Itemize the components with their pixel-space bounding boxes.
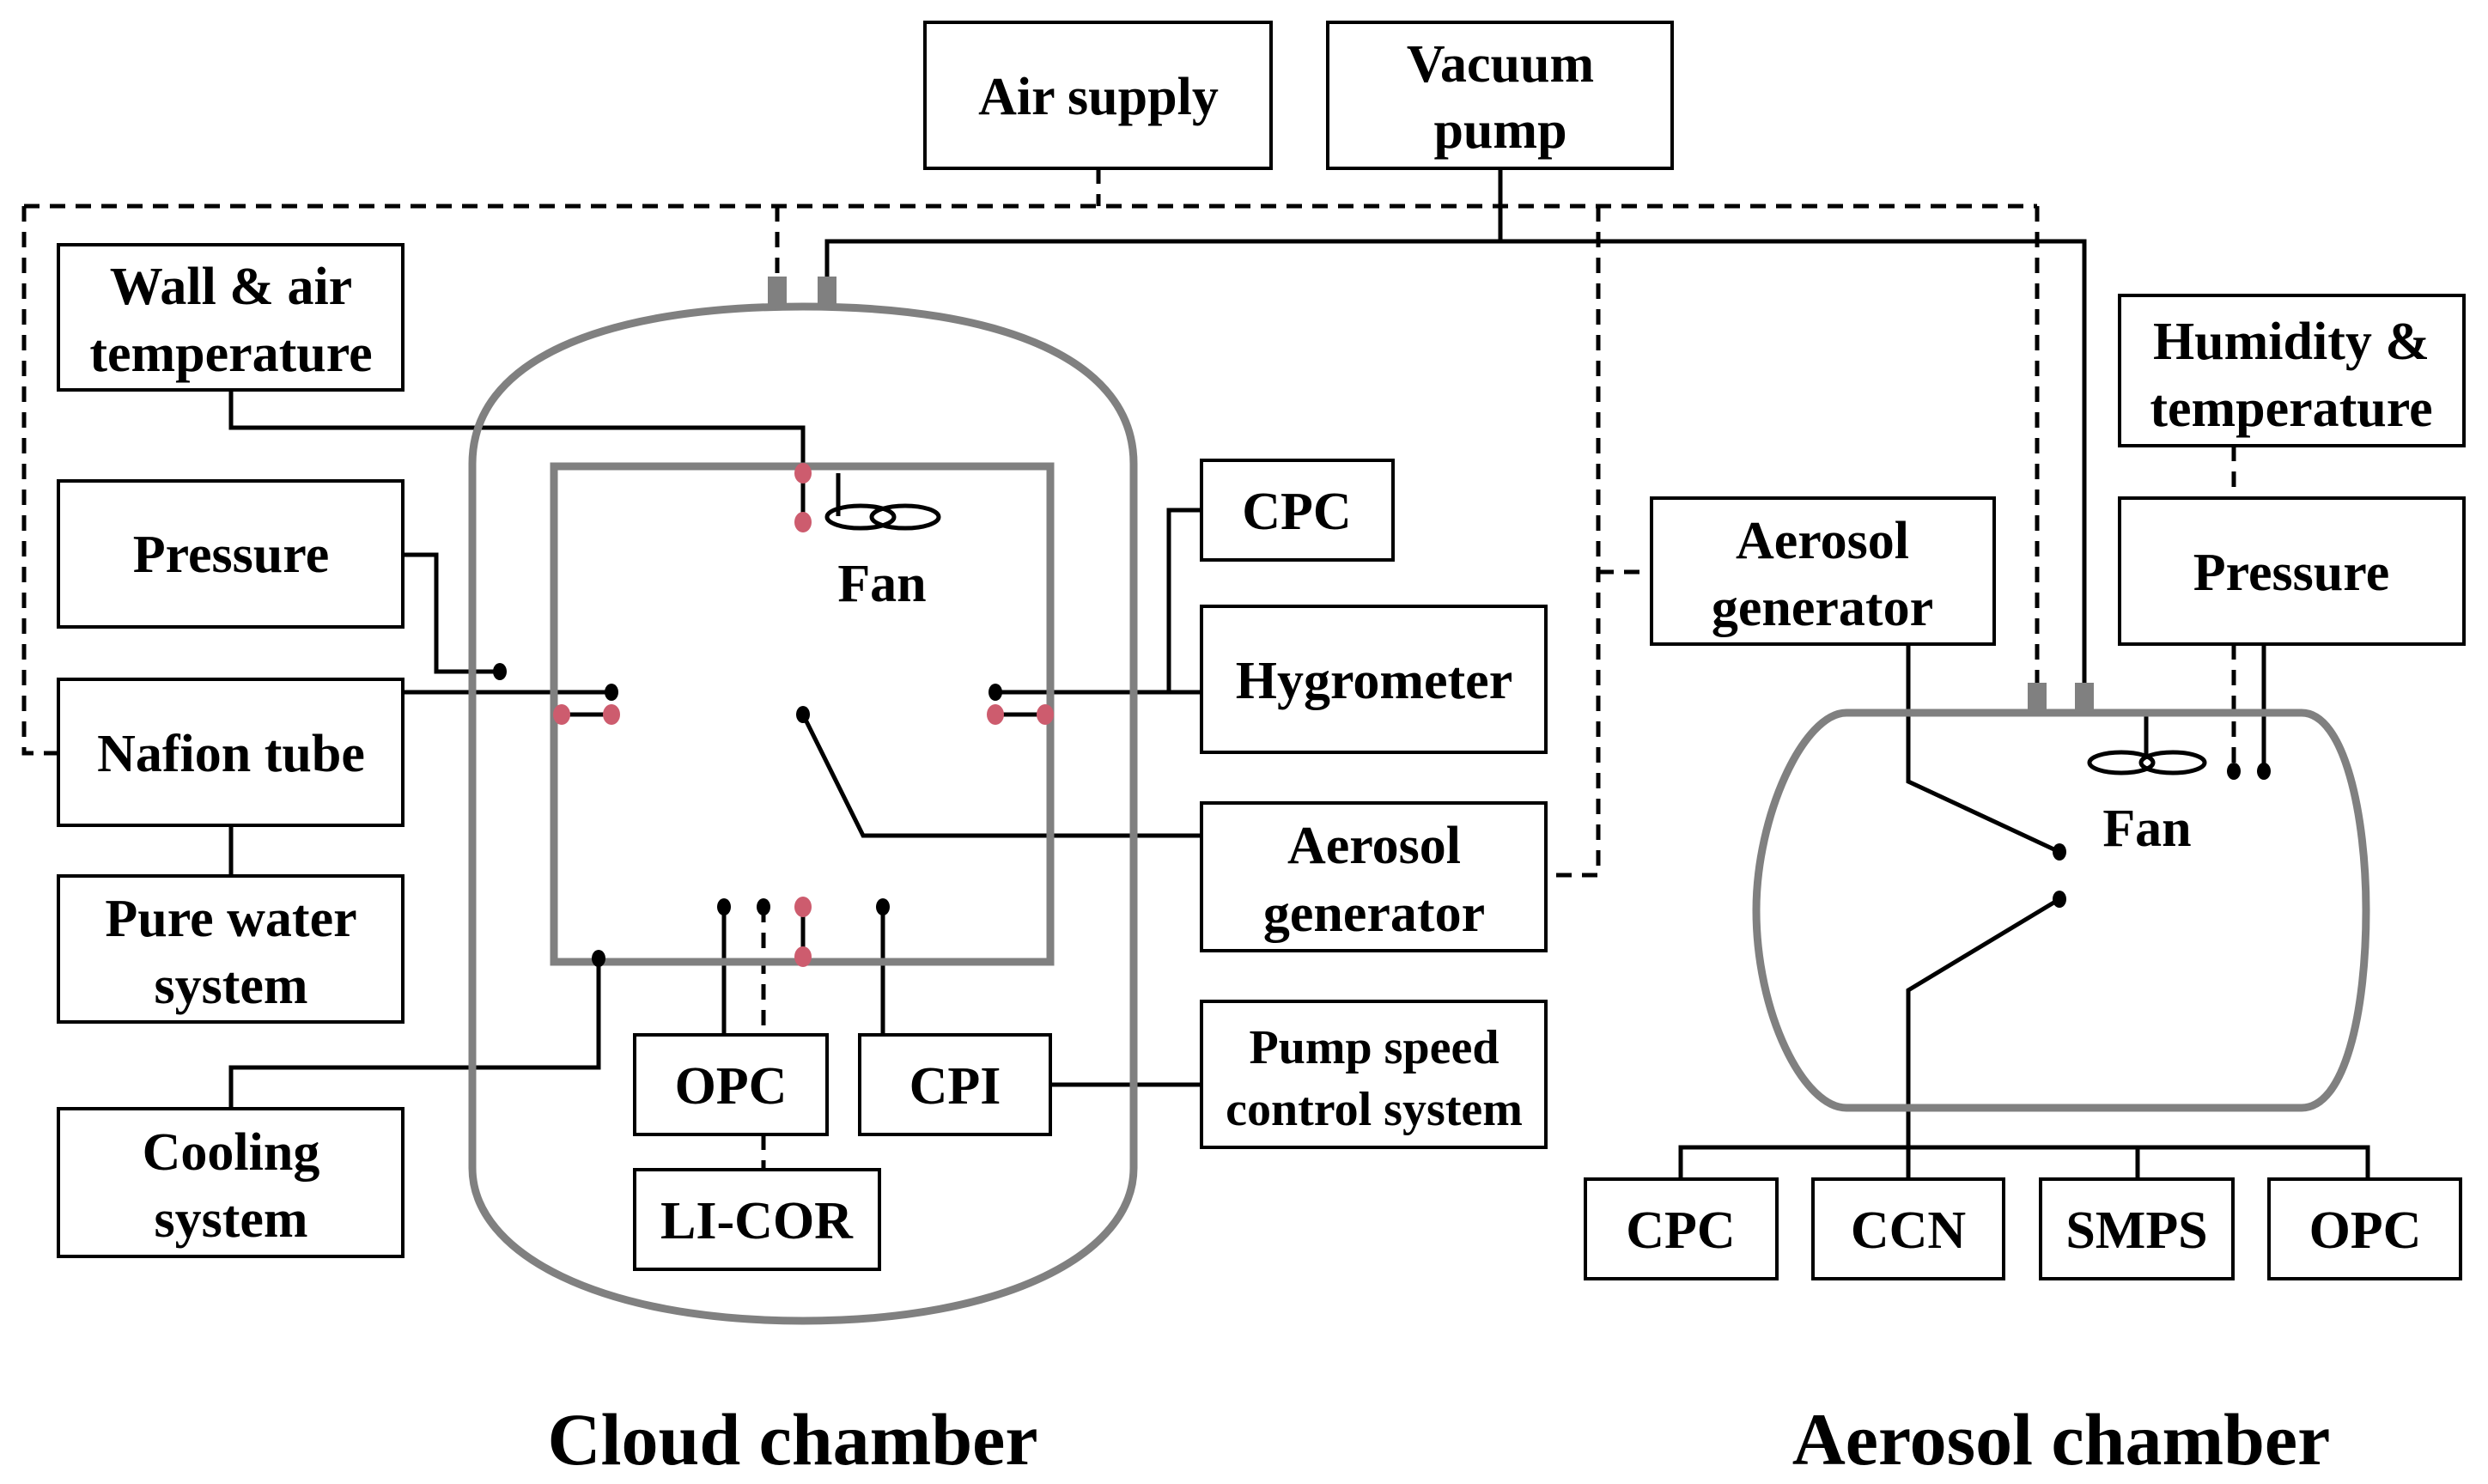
box-opc-aerosol[interactable]: OPC	[2267, 1177, 2462, 1280]
svg-text:Vacuum: Vacuum	[1407, 35, 1594, 94]
svg-text:CCN: CCN	[1851, 1201, 1966, 1260]
cloud-chamber: Fan	[468, 277, 1138, 1325]
svg-text:Pressure: Pressure	[2193, 544, 2389, 602]
box-humidity-temperature[interactable]: Humidity & temperature	[2118, 294, 2466, 447]
svg-text:Pump speed: Pump speed	[1250, 1021, 1499, 1074]
sensor-links	[562, 473, 1045, 957]
air-supply-line	[21, 168, 2040, 878]
box-wall-air-temperature[interactable]: Wall & air temperature	[57, 243, 405, 392]
svg-text:generator: generator	[1263, 885, 1485, 943]
aerosol-fan-label: Fan	[2102, 800, 2191, 858]
svg-text:system: system	[154, 957, 307, 1015]
instrument-bus	[1678, 1145, 2370, 1179]
box-pump-speed-control[interactable]: Pump speed control system	[1200, 1000, 1548, 1149]
aerosol-gen-right-line	[1906, 644, 2061, 855]
box-pure-water-system[interactable]: Pure water system	[57, 874, 405, 1024]
aerosol-vacuum-port	[2075, 683, 2094, 714]
svg-text:Humidity &: Humidity &	[2153, 313, 2430, 371]
box-vacuum-pump[interactable]: Vacuum pump	[1326, 21, 1674, 170]
cloud-chamber-outer-wall	[468, 302, 1138, 1325]
vacuum-port	[818, 277, 836, 307]
terminals	[493, 663, 1002, 967]
svg-text:CPC: CPC	[1626, 1201, 1735, 1260]
aerosol-chamber-wall	[1752, 709, 2370, 1112]
svg-text:Hygrometer: Hygrometer	[1236, 652, 1512, 710]
svg-text:OPC: OPC	[2309, 1201, 2422, 1260]
cooling-line	[228, 962, 601, 1109]
box-cpc-cloud[interactable]: CPC	[1200, 459, 1395, 562]
box-li-cor[interactable]: LI-COR	[633, 1168, 881, 1271]
box-ccn[interactable]: CCN	[1811, 1177, 2005, 1280]
box-pressure-left[interactable]: Pressure	[57, 479, 405, 629]
svg-text:Wall & air: Wall & air	[110, 258, 352, 316]
pressure-line	[403, 552, 500, 674]
aerosol-chamber-title: Aerosol chamber	[1792, 1398, 2331, 1481]
box-smps[interactable]: SMPS	[2039, 1177, 2235, 1280]
aerosol-instruments-line	[1906, 897, 2061, 1147]
svg-text:Air supply: Air supply	[978, 68, 1219, 126]
box-aerosol-generator-aerosol[interactable]: Aerosol generator	[1650, 496, 1996, 646]
box-cooling-system[interactable]: Cooling system	[57, 1107, 405, 1258]
svg-text:control system: control system	[1226, 1083, 1523, 1136]
box-cpi[interactable]: CPI	[858, 1033, 1052, 1136]
svg-text:temperature: temperature	[2150, 380, 2432, 438]
aerosol-air-port	[2028, 683, 2047, 714]
cloud-fan-label: Fan	[837, 555, 926, 613]
svg-text:Aerosol: Aerosol	[1287, 817, 1461, 875]
svg-text:temperature: temperature	[89, 325, 372, 383]
aerosol-chamber: Fan	[1752, 683, 2370, 1112]
svg-text:CPC: CPC	[1242, 483, 1351, 541]
svg-text:Pressure: Pressure	[133, 526, 329, 584]
box-pressure-right[interactable]: Pressure	[2118, 496, 2466, 646]
connections	[21, 168, 2370, 1179]
cloud-chamber-title: Cloud chamber	[548, 1398, 1038, 1481]
box-aerosol-generator-cloud[interactable]: Aerosol generator	[1200, 801, 1548, 952]
svg-text:system: system	[154, 1190, 307, 1249]
svg-text:generator: generator	[1712, 579, 1933, 637]
fan-icon	[824, 503, 941, 531]
svg-text:Pure water: Pure water	[105, 890, 356, 948]
svg-text:SMPS: SMPS	[2065, 1201, 2207, 1260]
box-opc-cloud[interactable]: OPC	[633, 1033, 829, 1136]
box-hygrometer[interactable]: Hygrometer	[1200, 605, 1548, 754]
svg-text:CPI: CPI	[909, 1057, 1001, 1116]
svg-text:pump: pump	[1433, 101, 1566, 160]
box-cpc-aerosol[interactable]: CPC	[1584, 1177, 1779, 1280]
svg-text:Aerosol: Aerosol	[1736, 512, 1909, 570]
cpc-hygrometer-line	[995, 508, 1201, 695]
cpi-line	[880, 907, 1201, 1087]
aerosol-terminals	[2053, 763, 2271, 908]
wall-temp-line	[228, 390, 806, 473]
vacuum-line	[824, 168, 2087, 687]
aerosol-generator-line	[800, 713, 1201, 838]
svg-text:LI-COR: LI-COR	[660, 1192, 854, 1250]
aerosol-fan-icon	[2087, 750, 2207, 775]
svg-text:OPC: OPC	[675, 1057, 788, 1116]
air-supply-port	[768, 277, 787, 307]
svg-text:Cooling: Cooling	[143, 1123, 320, 1182]
sensor-dots	[553, 463, 1054, 967]
box-nafion-tube[interactable]: Nafion tube	[57, 678, 405, 827]
svg-text:Nafion tube: Nafion tube	[97, 725, 365, 783]
box-air-supply[interactable]: Air supply	[923, 21, 1273, 170]
